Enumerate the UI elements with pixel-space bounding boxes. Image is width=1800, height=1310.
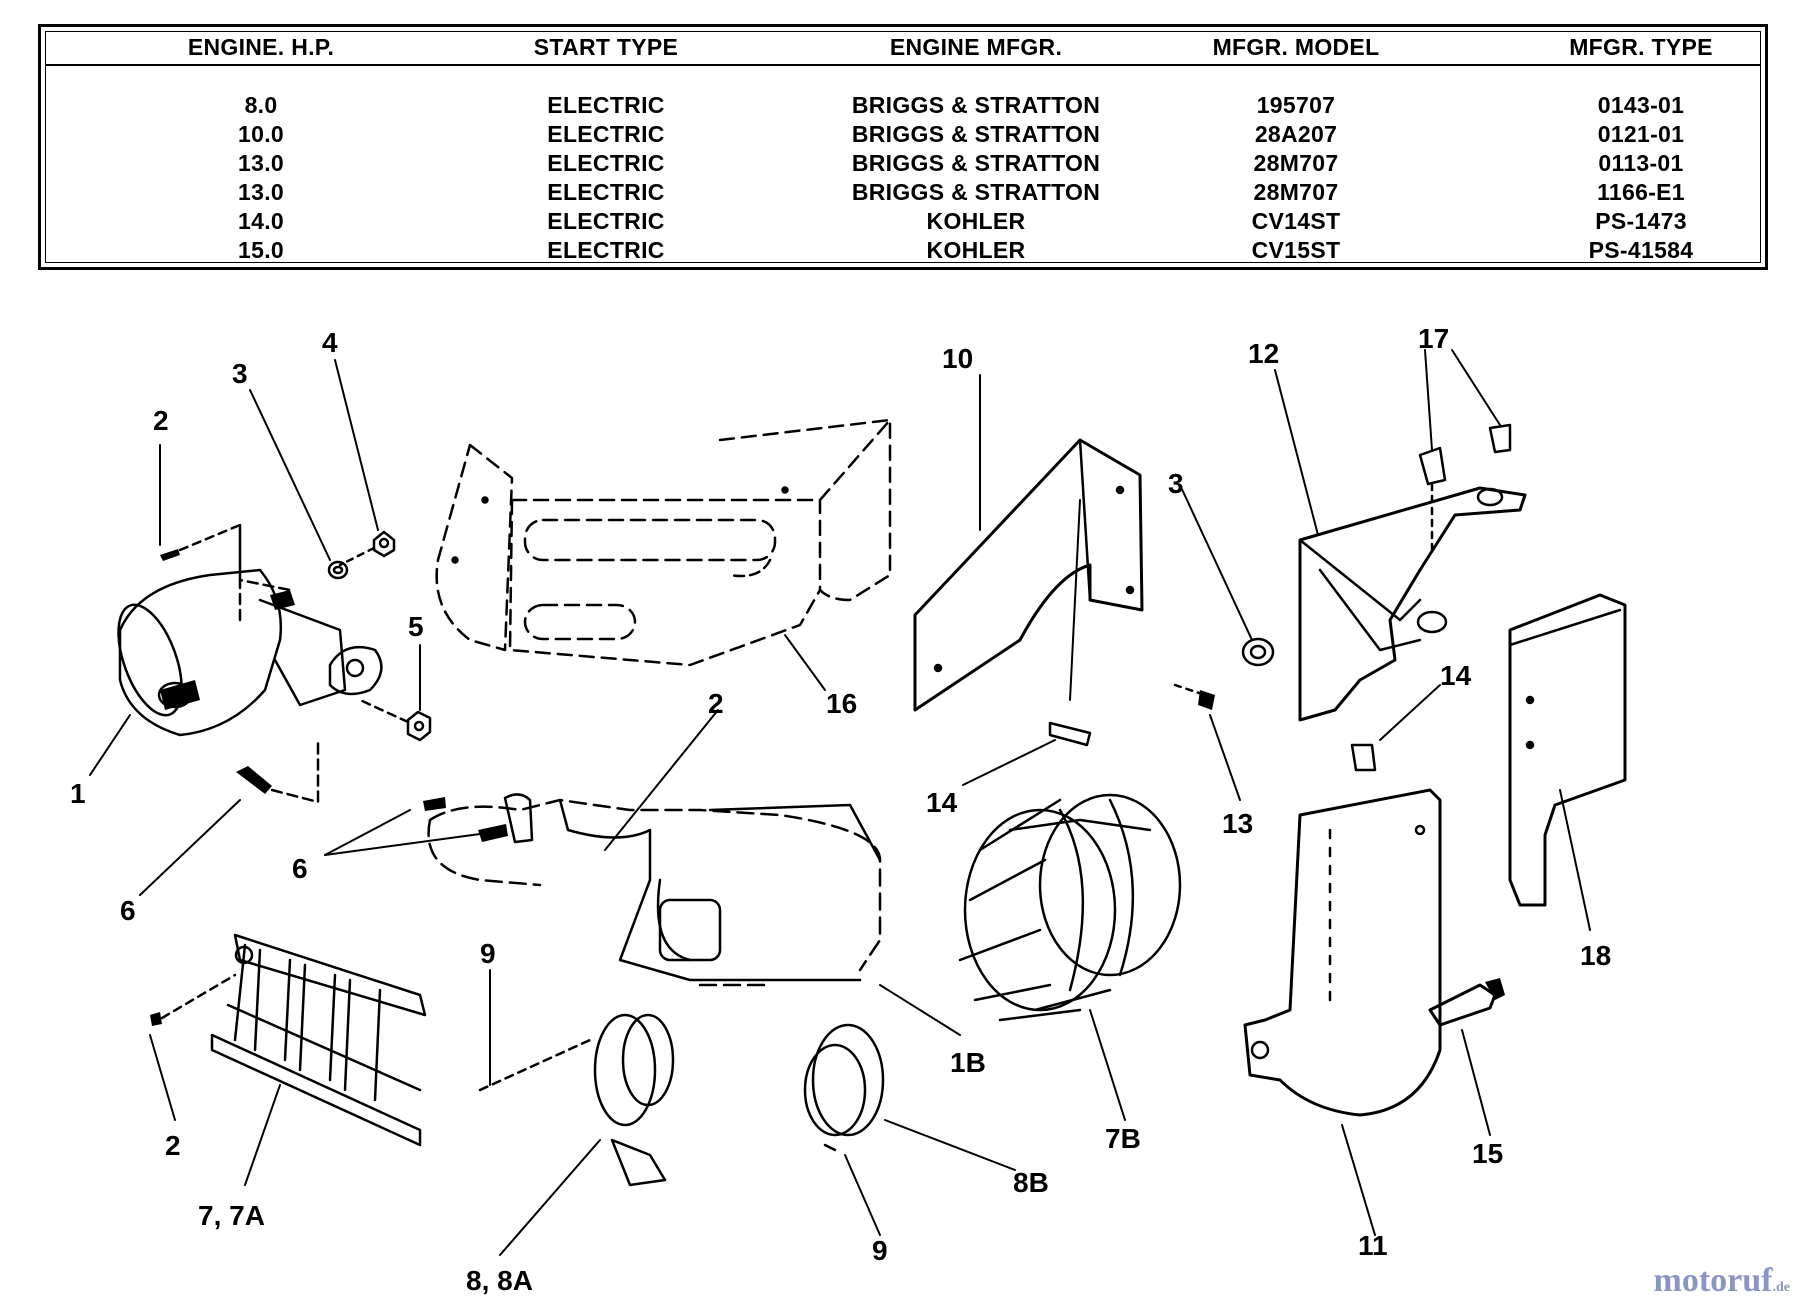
cell-start-type: ELECTRIC — [547, 208, 665, 234]
cage-part — [958, 793, 1182, 1022]
plate-part-18 — [1508, 593, 1627, 907]
header-start-type: START TYPE — [533, 34, 679, 60]
cell-start-type: ELECTRIC — [547, 237, 665, 263]
callout-3-right: 3 — [1168, 468, 1184, 499]
cell-mfgr: BRIGGS & STRATTON — [851, 150, 1101, 176]
header-engine-hp: ENGINE. H.P. — [187, 34, 335, 60]
cell-hp: 13.0 — [238, 150, 284, 176]
watermark-text: motoruf — [1653, 1262, 1773, 1299]
header-engine-mfgr: ENGINE MFGR. — [889, 34, 1063, 60]
callout-14-right: 14 — [1440, 660, 1472, 691]
callout-11: 11 — [1358, 1230, 1388, 1261]
table-row: 15.0 ELECTRIC KOHLER CV15ST PS-41584 — [46, 237, 1760, 266]
table-row: 14.0 ELECTRIC KOHLER CV14ST PS-1473 — [46, 208, 1760, 237]
cell-start-type: ELECTRIC — [547, 179, 665, 205]
table-row: 8.0 ELECTRIC BRIGGS & STRATTON 195707 01… — [46, 92, 1760, 121]
callout-6-center: 6 — [292, 853, 308, 884]
callout-2-center: 2 — [708, 688, 724, 719]
cell-start-type: ELECTRIC — [547, 92, 665, 118]
callout-labels: 1 6 2 3 4 5 6 2 16 10 1B 3 9 2 7, 7A 8, … — [70, 323, 1611, 1296]
callout-7-7a: 7, 7A — [198, 1200, 265, 1231]
cell-type: PS-1473 — [1595, 208, 1687, 234]
muffler-part — [117, 568, 383, 737]
cell-hp: 13.0 — [238, 179, 284, 205]
cell-start-type: ELECTRIC — [547, 150, 665, 176]
callout-4: 4 — [322, 327, 338, 358]
bracket-part-11 — [1243, 788, 1442, 1117]
table-row: 13.0 ELECTRIC BRIGGS & STRATTON 28M707 0… — [46, 150, 1760, 179]
grille-part — [150, 933, 427, 1147]
cell-mfgr: BRIGGS & STRATTON — [851, 179, 1101, 205]
horn-part-8b — [803, 1023, 885, 1152]
cell-model: 28M707 — [1253, 150, 1339, 176]
callout-8-8a: 8, 8A — [466, 1265, 533, 1296]
cell-start-type: ELECTRIC — [547, 121, 665, 147]
watermark-suffix: .de — [1772, 1280, 1791, 1295]
table-header-row: ENGINE. H.P. START TYPE ENGINE MFGR. MFG… — [46, 32, 1760, 66]
cell-type: PS-41584 — [1588, 237, 1694, 263]
cell-type: 0143-01 — [1597, 92, 1685, 118]
callout-14-left: 14 — [926, 787, 958, 818]
table-row: 13.0 ELECTRIC BRIGGS & STRATTON 28M707 1… — [46, 179, 1760, 208]
bolt-part-14 — [1048, 721, 1377, 772]
cell-mfgr: BRIGGS & STRATTON — [851, 121, 1101, 147]
callout-18: 18 — [1580, 940, 1611, 971]
cell-model: CV15ST — [1251, 237, 1341, 263]
cell-model: 28M707 — [1253, 179, 1339, 205]
engine-spec-table: ENGINE. H.P. START TYPE ENGINE MFGR. MFG… — [38, 24, 1768, 270]
callout-9-bottom: 9 — [872, 1235, 888, 1266]
callout-1: 1 — [70, 778, 86, 809]
cell-model: CV14ST — [1251, 208, 1341, 234]
callout-8b: 8B — [1013, 1167, 1049, 1198]
air-shroud-part — [427, 793, 882, 987]
bolt-part-15 — [1428, 978, 1505, 1027]
callout-6-left: 6 — [120, 895, 136, 926]
callout-12: 12 — [1248, 338, 1279, 369]
engine-spec-table-inner: ENGINE. H.P. START TYPE ENGINE MFGR. MFG… — [45, 31, 1761, 263]
callout-2-bottom: 2 — [165, 1130, 181, 1161]
cell-model: 195707 — [1256, 92, 1336, 118]
header-mfgr-model: MFGR. MODEL — [1212, 34, 1380, 60]
table-row: 10.0 ELECTRIC BRIGGS & STRATTON 28A207 0… — [46, 121, 1760, 150]
callout-3-left: 3 — [232, 358, 248, 389]
horn-part-8 — [478, 1013, 675, 1187]
cell-hp: 14.0 — [238, 208, 284, 234]
cell-type: 0113-01 — [1598, 150, 1684, 176]
leader-lines — [89, 349, 1591, 1256]
cell-mfgr: KOHLER — [926, 208, 1026, 234]
bracket-part-12 — [1298, 486, 1527, 722]
cell-type: 0121-01 — [1597, 121, 1685, 147]
cell-mfgr: BRIGGS & STRATTON — [851, 92, 1101, 118]
callout-7b: 7B — [1105, 1123, 1141, 1154]
nut-part-5 — [358, 698, 432, 742]
cell-hp: 8.0 — [244, 92, 278, 118]
nut-part-right — [1241, 637, 1275, 667]
cell-hp: 10.0 — [238, 121, 284, 147]
callout-5: 5 — [408, 611, 424, 642]
bolt-part-6 — [236, 738, 508, 842]
bracket-part-10 — [913, 438, 1144, 712]
callout-1b: 1B — [950, 1047, 986, 1078]
cell-type: 1166-E1 — [1597, 179, 1685, 205]
lockwasher-part — [327, 560, 349, 580]
header-mfgr-type: MFGR. TYPE — [1569, 34, 1713, 60]
callout-2-top: 2 — [153, 405, 169, 436]
bolt-part-17 — [1418, 423, 1512, 557]
screw-part-top — [160, 523, 242, 582]
heat-shield-part — [435, 418, 892, 667]
callout-10: 10 — [942, 343, 973, 374]
motoruf-watermark: motoruf.de — [1654, 1262, 1790, 1300]
cell-hp: 15.0 — [238, 237, 284, 263]
nut-part — [338, 530, 396, 567]
callout-15: 15 — [1472, 1138, 1503, 1169]
callout-13: 13 — [1222, 808, 1253, 839]
cell-mfgr: KOHLER — [926, 237, 1026, 263]
bolt-part-13 — [1173, 683, 1215, 710]
callout-17: 17 — [1418, 323, 1449, 354]
callout-16: 16 — [826, 688, 857, 719]
cell-model: 28A207 — [1254, 121, 1338, 147]
callout-9-left: 9 — [480, 938, 496, 969]
